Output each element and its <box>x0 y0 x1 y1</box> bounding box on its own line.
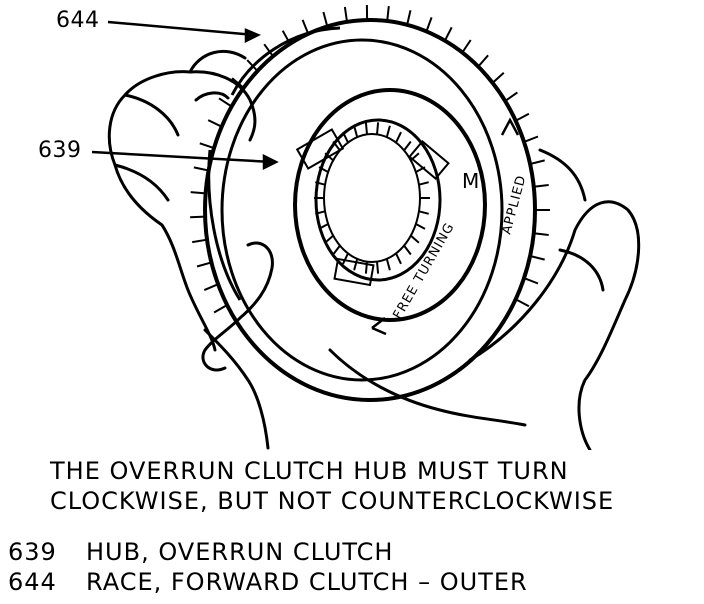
hub-spline <box>410 234 420 244</box>
hub-spline <box>418 181 429 186</box>
hub-spline <box>418 210 429 215</box>
hub-spline <box>332 140 341 152</box>
race-tooth <box>515 298 530 308</box>
m-mark-label: M <box>462 169 479 193</box>
hub-spline <box>385 258 391 271</box>
race-tooth <box>192 238 208 244</box>
race-tooth <box>523 277 539 285</box>
callout-639-label: 639 <box>38 138 82 163</box>
race-tooth <box>203 283 219 292</box>
legend-row-639: 639 HUB, OVERRUN CLUTCH <box>8 538 393 566</box>
hub-spline <box>403 244 412 256</box>
hub-spline <box>315 181 326 186</box>
race-tooth <box>199 142 215 150</box>
race-tooth <box>301 19 310 35</box>
forward-clutch-outer-race <box>190 4 550 402</box>
hub-spline <box>403 140 412 152</box>
legend-number: 639 <box>8 538 57 566</box>
free-turning-label: FREE TURNING <box>390 220 457 322</box>
hub-spline <box>315 210 326 215</box>
race-tooth <box>533 184 549 188</box>
hub-spline <box>415 223 426 230</box>
race-tooth <box>529 255 545 261</box>
hub-spline <box>318 223 329 230</box>
legend-row-644: 644 RACE, FORWARD CLUTCH – OUTER <box>8 568 528 596</box>
race-tooth <box>343 6 348 22</box>
hub-spline <box>353 258 359 271</box>
callout-leader-lines <box>91 20 279 171</box>
legend-number: 644 <box>8 568 57 596</box>
race-tooth <box>207 119 223 128</box>
applied-arrow-icon <box>500 117 520 136</box>
hub-spline <box>385 125 391 138</box>
hub-spline <box>364 122 368 135</box>
race-tooth <box>406 10 412 26</box>
race-tooth <box>515 112 530 122</box>
race-tooth <box>196 261 212 268</box>
race-tooth <box>504 91 518 102</box>
ring-inscriptions: FREE TURNING APPLIED M <box>371 117 530 336</box>
race-tooth <box>386 5 390 22</box>
race-tooth <box>477 54 489 68</box>
race-tooth <box>491 72 505 84</box>
race-tooth <box>190 191 206 195</box>
hub-spline <box>395 252 402 265</box>
race-tooth <box>533 232 549 236</box>
hub-spline <box>318 166 329 173</box>
race-tooth <box>218 97 233 108</box>
free-turning-arrow-icon <box>371 317 387 336</box>
hub-spline <box>342 252 349 265</box>
race-tooth <box>263 43 274 57</box>
right-hand-drawing <box>328 148 641 450</box>
race-tooth <box>193 166 209 172</box>
caption-line-2: CLOCKWISE, BUT NOT COUNTERCLOCKWISE <box>50 487 615 515</box>
hub-spline <box>353 125 359 138</box>
hub-spline <box>376 122 380 135</box>
race-tooth <box>461 39 472 54</box>
legend-description: HUB, OVERRUN CLUTCH <box>86 538 394 566</box>
hub-spline <box>395 131 402 144</box>
race-tooth <box>529 159 545 165</box>
race-tooth <box>444 26 453 42</box>
hub-spline <box>324 234 334 244</box>
hub-spline <box>376 261 380 274</box>
callout-644-label: 644 <box>56 8 100 33</box>
race-tooth <box>523 135 539 143</box>
hub-spline <box>332 244 341 256</box>
left-hand-drawing <box>107 49 274 450</box>
race-tooth <box>425 17 433 32</box>
legend-description: RACE, FORWARD CLUTCH – OUTER <box>86 568 528 596</box>
hub-spline <box>342 131 349 144</box>
caption-line-1: THE OVERRUN CLUTCH HUB MUST TURN <box>50 457 569 485</box>
race-tooth <box>322 11 329 27</box>
clutch-assembly-illustration: FREE TURNING APPLIED M <box>91 4 641 450</box>
race-tooth <box>213 304 228 314</box>
race-tooth <box>190 215 206 219</box>
overrun-clutch-hub <box>293 88 487 322</box>
applied-label: APPLIED <box>499 173 529 236</box>
